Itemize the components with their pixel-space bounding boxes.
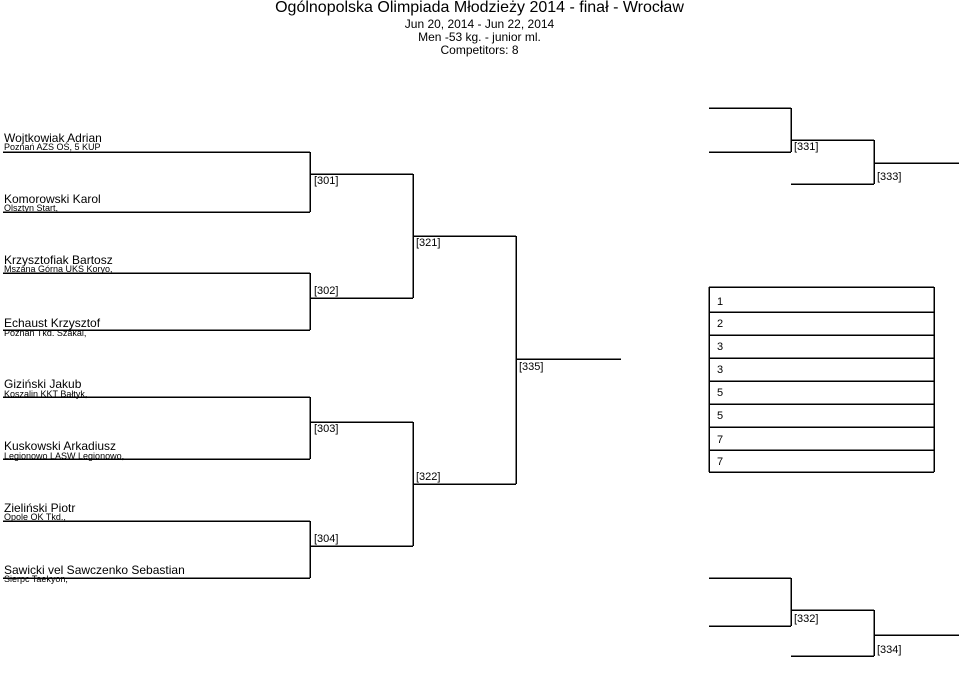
competitor-name: Komorowski Karol [4,192,101,206]
placing: 7 [717,434,724,446]
match-number: [331] [794,141,819,153]
match-number: [334] [877,644,902,656]
match-number: [303] [314,423,339,435]
match-number: [322] [416,471,441,483]
competitor-name: Krzysztofiak Bartosz [4,253,113,267]
competitor-club: Sierpc Taekyon, [4,574,68,584]
competitor-club: Poznań AZS OŚ, 5 KUP [4,142,101,152]
competitor-club: Mszana Górna UKS Koryo, [4,264,113,274]
weight-category: Men -53 kg. - junior ml. [418,30,541,44]
placing: 5 [717,387,724,399]
competitor-name: Echaust Krzysztof [4,316,101,330]
match-number: [304] [314,533,339,545]
competitor-count: Competitors: 8 [440,43,519,57]
placing: 3 [717,364,724,376]
placing: 3 [717,341,724,353]
match-number: [335] [519,361,544,373]
placing: 7 [717,456,724,468]
event-title: Ogólnopolska Olimpiada Młodzieży 2014 - … [275,0,684,16]
placing: 2 [717,318,724,330]
match-number: [321] [416,237,441,249]
placing: 1 [717,296,724,308]
competitor-club: Legionowo LASW Legionowo, [4,451,125,461]
competitor-name: Kuskowski Arkadiusz [4,439,117,453]
competitor-club: Opole OK Tkd., [4,512,66,522]
match-number: [301] [314,175,339,187]
competitor-name: Sawicki vel Sawczenko Sebastian [4,563,185,577]
competitor-club: Koszalin KKT Bałtyk, [4,389,88,399]
competitor-name: Zieliński Piotr [4,501,76,515]
match-number: [333] [877,171,902,183]
competitor-club: Poznań Tkd. Szakal, [4,328,87,338]
placing: 5 [717,410,724,422]
match-number: [332] [794,613,819,625]
competitor-club: Olsztyn Start, [4,203,59,213]
competitor-name: Giziński Jakub [4,377,82,391]
match-number: [302] [314,285,339,297]
competitor-name: Wojtkowiak Adrian [4,131,102,145]
event-dates: Jun 20, 2014 - Jun 22, 2014 [404,17,555,31]
